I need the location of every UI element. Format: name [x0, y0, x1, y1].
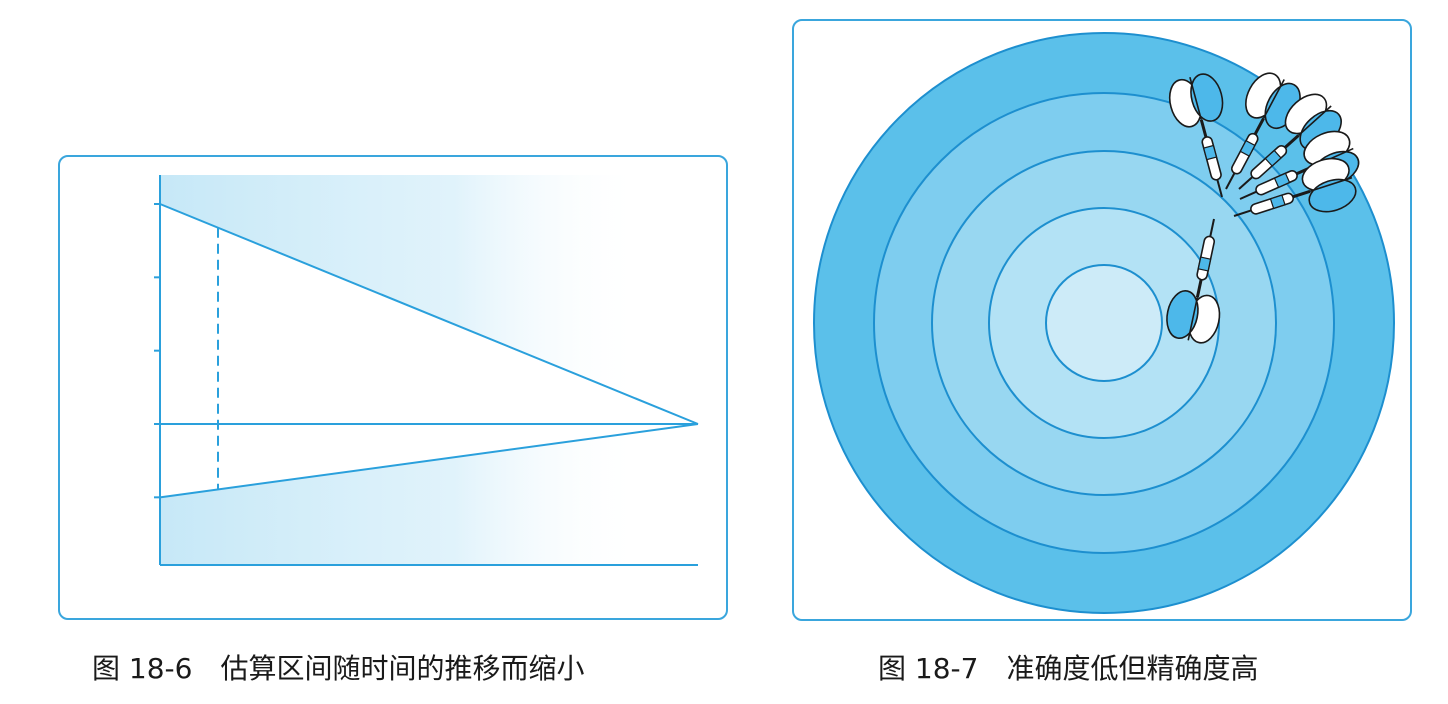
dart-grip — [1239, 139, 1256, 157]
dart-grip — [1197, 256, 1212, 272]
estimate-range-chart — [154, 175, 699, 566]
dart-shaft — [1199, 119, 1208, 138]
dart-2 — [1225, 72, 1301, 190]
estimate-range-chart-panel — [58, 155, 728, 620]
figure-caption-18-7: 图 18-7 准确度低但精确度高 — [878, 652, 1259, 685]
ring-10 — [1045, 264, 1163, 382]
dart-3 — [1238, 93, 1342, 190]
dart-flight-spine — [1309, 176, 1353, 193]
dart-grip — [1264, 149, 1282, 167]
darts-cluster — [1166, 72, 1360, 344]
dartboard-panel — [792, 19, 1412, 621]
dart-flight-spine — [1189, 77, 1203, 120]
dart-6 — [1166, 218, 1221, 344]
dart-tip — [1239, 190, 1257, 200]
dart-1 — [1168, 73, 1224, 198]
dart-shaft — [1195, 279, 1203, 298]
dart-5 — [1233, 157, 1357, 217]
upper-shaded-area — [160, 175, 698, 424]
dart-flight-right — [1166, 290, 1199, 340]
figure-caption-18-6: 图 18-6 估算区间随时间的推移而缩小 — [92, 652, 585, 685]
dart-tip — [1225, 172, 1236, 190]
dart-shaft — [1292, 189, 1311, 199]
dart-tip — [1233, 209, 1252, 217]
dart-tip — [1216, 179, 1223, 198]
dart-grip — [1202, 144, 1218, 161]
dartboard — [813, 32, 1395, 614]
dart-flight-spine — [1262, 79, 1285, 119]
lower-shaded-area — [160, 424, 698, 565]
lower-bound-line — [159, 423, 699, 499]
dart-grip — [1269, 194, 1286, 210]
dart-flight-spine — [1297, 105, 1332, 137]
upper-bound-line — [159, 203, 699, 425]
dart-shaft — [1253, 117, 1265, 135]
dart-flight-spine — [1187, 297, 1199, 341]
dart-grip — [1273, 172, 1291, 189]
dart-shaft — [1284, 134, 1300, 149]
dart-tip — [1238, 176, 1254, 190]
dart-tip — [1209, 218, 1215, 237]
